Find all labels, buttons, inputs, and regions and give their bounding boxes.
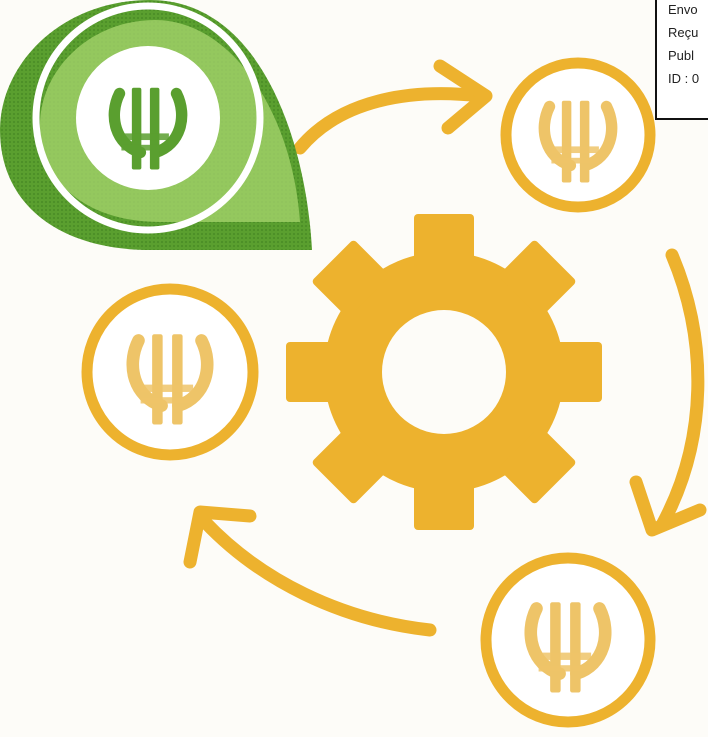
psi-coin-icon <box>81 283 259 461</box>
psi-coin-icon <box>480 552 656 728</box>
curved-arrow-icon <box>629 475 707 537</box>
arrow-shaft <box>198 515 437 637</box>
green-leaf-coin-icon <box>0 0 312 250</box>
curved-arrow-icon <box>183 505 257 569</box>
arrow-to-top-coin <box>293 59 493 155</box>
gear-icon <box>286 214 602 530</box>
stamp-line-sent: Envo <box>668 2 698 17</box>
stamp-line-id: ID : 0 <box>668 71 700 86</box>
stamp-line-published: Publ <box>668 48 695 63</box>
arrow-to-left-coin <box>183 505 437 637</box>
receipt-stamp: Envo Reçu Publ ID : 0 <box>655 0 708 120</box>
arrow-shaft <box>655 248 705 532</box>
arrow-shaft <box>293 87 487 155</box>
psi-coin-icon <box>500 57 656 213</box>
stamp-line-received: Reçu <box>668 25 699 40</box>
curved-arrow-icon <box>433 59 493 135</box>
arrow-to-bottom-coin <box>629 248 707 537</box>
